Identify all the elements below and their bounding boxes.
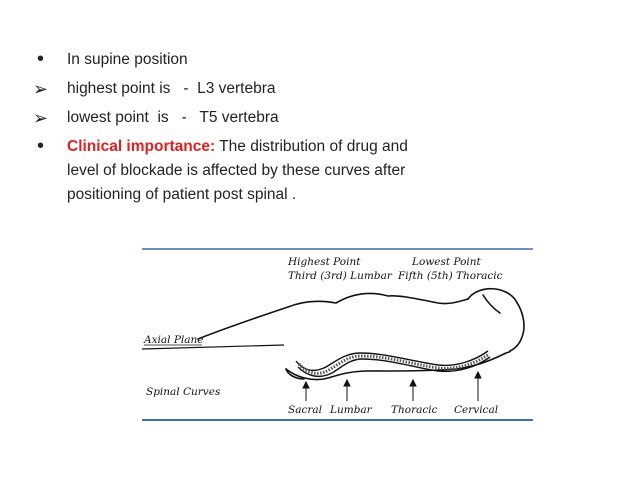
- bullet-text: lowest point is - T5 vertebra: [67, 109, 279, 126]
- bullet-item-supine: • In supine position: [33, 48, 623, 72]
- highest-point-label: Highest Point: [287, 256, 361, 268]
- lowest-point-label: Lowest Point: [411, 256, 482, 268]
- cervical-label: Cervical: [454, 404, 498, 416]
- lowest-point-level-label: Fifth (5th) Thoracic: [397, 270, 503, 282]
- body-outline: [197, 288, 525, 381]
- bullet-text: Clinical importance: The distribution of…: [67, 135, 427, 207]
- arrow-bullet-icon: ➢: [33, 79, 49, 99]
- arrow-bullet-icon: ➢: [33, 108, 49, 128]
- spinal-column: [295, 350, 491, 378]
- bullet-text: highest point is - L3 vertebra: [67, 80, 276, 97]
- axial-plane-line: [141, 344, 285, 350]
- spinal-curves-label: Spinal Curves: [146, 386, 221, 398]
- thoracic-label: Thoracic: [391, 404, 438, 416]
- bullet-dot-icon: •: [37, 48, 45, 70]
- sacral-label: Sacral: [288, 404, 322, 416]
- axial-plane-label: Axial Plane: [143, 334, 203, 346]
- clinical-importance-label: Clinical importance:: [67, 138, 216, 155]
- clinical-importance-text: The distribution of drug and level of bl…: [67, 138, 408, 203]
- bullet-list: • In supine position ➢ highest point is …: [33, 48, 623, 212]
- highest-point-level-label: Third (3rd) Lumbar: [288, 270, 393, 282]
- bullet-item-highest-point: ➢ highest point is - L3 vertebra: [33, 77, 623, 101]
- bullet-dot-icon: •: [37, 135, 45, 157]
- lumbar-label: Lumbar: [329, 404, 373, 416]
- bullet-item-clinical-importance: • Clinical importance: The distribution …: [33, 135, 427, 207]
- bullet-text: In supine position: [67, 51, 188, 68]
- spinal-curves-diagram: Highest Point Third (3rd) Lumbar Lowest …: [141, 248, 533, 421]
- curve-arrows: [302, 370, 482, 401]
- spinal-curves-figure: Highest Point Third (3rd) Lumbar Lowest …: [138, 243, 533, 425]
- bullet-item-lowest-point: ➢ lowest point is - T5 vertebra: [33, 106, 623, 130]
